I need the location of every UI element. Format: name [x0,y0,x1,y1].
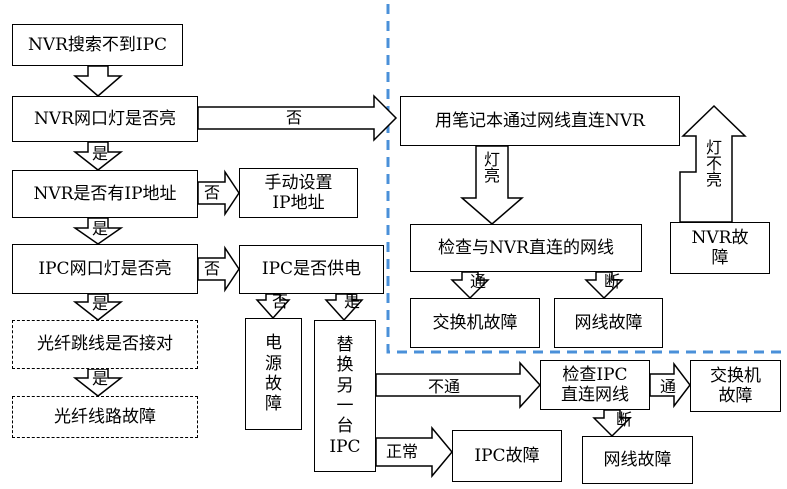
label-yes-4: 是 [92,369,109,388]
node-start: NVR搜索不到IPC [12,24,183,66]
down-arrow-broken-1 [584,271,624,300]
label-yes-2: 是 [92,219,109,238]
node-manual-ip-text: 手动设置 IP地址 [264,172,333,213]
label-broken-2: 断 [616,410,633,429]
node-fiber-jumper: 光纤跳线是否接对 [12,320,198,369]
label-yes-3: 是 [92,294,109,313]
node-ipc-port-light: IPC网口灯是否亮 [12,244,198,294]
down-arrow-4 [72,293,124,321]
node-check-nvr-cable: 检查与NVR直连的网线 [410,224,642,272]
label-yes-1: 是 [92,144,109,163]
node-ipc-power: IPC是否供电 [239,245,384,294]
down-arrow-light-on [459,145,525,225]
node-cable-fault-2: 网线故障 [582,436,693,484]
node-manual-ip: 手动设置 IP地址 [239,168,358,218]
right-arrow-normal [375,425,453,479]
down-arrow-broken-2 [592,409,632,438]
label-broken-1: 断 [604,272,621,291]
label-normal: 正常 [386,442,419,461]
label-no-power: 否 [272,292,289,311]
down-arrow-1 [72,65,124,97]
label-light-off: 灯 不 亮 [706,138,723,189]
node-fiber-fault: 光纤线路故障 [12,396,198,438]
down-arrow-5 [72,368,124,397]
down-arrow-3 [72,217,124,245]
node-nvr-fault-text: NVR故 障 [691,227,749,268]
up-arrow-light-off [679,104,747,223]
down-arrow-pass-1 [450,271,490,300]
node-nvr-port-light: NVR网口灯是否亮 [12,96,198,142]
node-replace-ipc: 替 换 另 一 台 IPC [314,320,376,472]
node-replace-ipc-text: 替 换 另 一 台 IPC [329,334,361,457]
right-arrow-not-pass [375,361,542,409]
node-check-ipc-cable: 检查IPC 直连网线 [540,360,650,410]
dashed-divider [386,4,783,354]
node-cable-fault-1: 网线故障 [554,298,663,348]
node-switch-fault-2-text: 交换机 故障 [710,365,761,406]
node-ipc-fault: IPC故障 [452,430,562,482]
down-arrow-power-no [255,293,291,320]
label-no-1: 否 [286,108,303,127]
node-laptop-direct: 用笔记本通过网线直连NVR [400,96,680,146]
node-power-fault: 电 源 故 障 [245,318,302,430]
right-arrow-no-1 [197,94,398,142]
down-arrow-2 [72,141,124,171]
label-yes-power: 是 [344,292,361,311]
label-pass-1: 通 [470,272,487,291]
node-nvr-fault: NVR故 障 [670,222,770,274]
right-arrow-no-2 [197,169,240,217]
label-light-on: 灯 亮 [484,150,501,185]
node-power-fault-text: 电 源 故 障 [265,333,282,415]
label-no-2: 否 [204,183,221,202]
right-arrow-pass-2 [649,361,691,409]
right-arrow-no-3 [197,245,240,293]
label-no-3: 否 [204,259,221,278]
down-arrow-power-yes [324,293,364,322]
node-switch-fault-2: 交换机 故障 [690,360,781,412]
label-not-pass: 不通 [428,377,461,396]
node-check-ipc-cable-text: 检查IPC 直连网线 [561,364,629,405]
node-nvr-has-ip: NVR是否有IP地址 [12,170,198,218]
node-switch-fault-1: 交换机故障 [410,298,540,348]
label-pass-2: 通 [660,377,677,396]
